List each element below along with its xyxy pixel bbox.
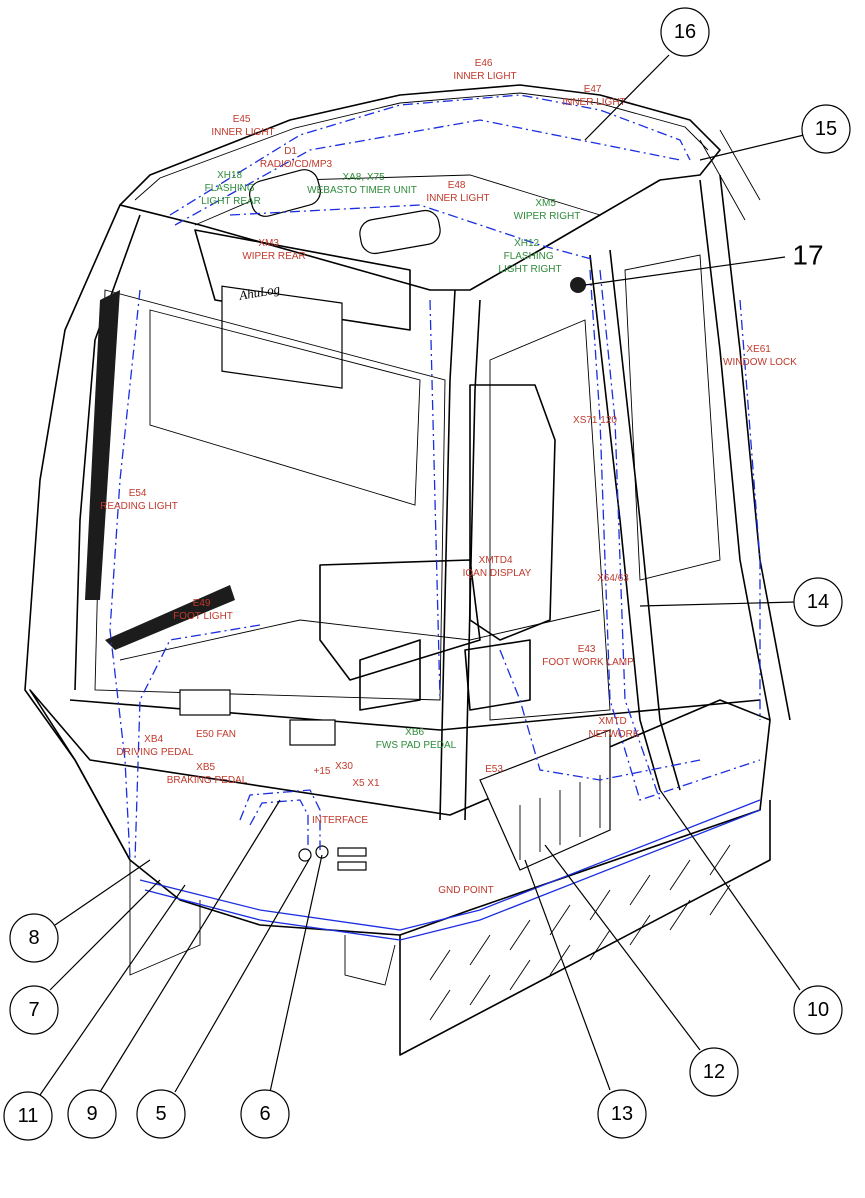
label-xs71: XS71 120 bbox=[573, 415, 617, 426]
label-e46: E46 INNER LIGHT bbox=[453, 58, 516, 82]
svg-text:17: 17 bbox=[792, 240, 823, 271]
brand-logo: AhuLog bbox=[237, 281, 282, 303]
wiring-harness bbox=[109, 94, 761, 941]
callout-7: 7 bbox=[9, 985, 59, 1035]
callout-10: 10 bbox=[793, 985, 843, 1035]
svg-text:5: 5 bbox=[155, 1103, 166, 1125]
label-xb4: XB4 DRIVING PEDAL bbox=[116, 734, 194, 758]
callout-14: 14 bbox=[793, 577, 843, 627]
label-xm3: XM3 WIPER REAR bbox=[242, 238, 305, 262]
svg-text:6: 6 bbox=[259, 1103, 270, 1125]
label-interface: INTERFACE bbox=[312, 815, 368, 826]
label-e47: E47 INNER LIGHT bbox=[562, 84, 625, 108]
label-xh18: XH18 FLASHING LIGHT REAR bbox=[201, 170, 261, 207]
label-e48: E48 INNER LIGHT bbox=[426, 180, 489, 204]
label-xa8: XA8, X75 WEBASTO TIMER UNIT bbox=[307, 172, 417, 196]
label-e49: E49 FOOT LIGHT bbox=[173, 598, 233, 622]
component-labels: E46 INNER LIGHT E47 INNER LIGHT E45 INNE… bbox=[100, 58, 797, 896]
svg-text:7: 7 bbox=[28, 999, 39, 1021]
svg-text:11: 11 bbox=[18, 1105, 39, 1127]
label-xe61: XE61 WINDOW LOCK bbox=[723, 344, 797, 368]
callout-5: 5 bbox=[136, 1089, 186, 1139]
label-gnd-point: GND POINT bbox=[438, 885, 494, 896]
label-xm5: XM5 WIPER RIGHT bbox=[514, 198, 581, 222]
label-e50: E50 FAN bbox=[196, 729, 236, 740]
label-xmtd4: XMTD4 IQAN DISPLAY bbox=[463, 555, 532, 579]
label-e45: E45 INNER LIGHT bbox=[211, 114, 274, 138]
svg-text:12: 12 bbox=[703, 1061, 725, 1083]
svg-text:14: 14 bbox=[807, 591, 829, 613]
label-xb5: XB5 BRAKING PEDAL bbox=[167, 762, 248, 786]
callout-leaders bbox=[39, 54, 805, 1096]
label-xh12: XH12 FLASHING LIGHT RIGHT bbox=[498, 238, 561, 275]
callout-17: 17 bbox=[792, 240, 823, 271]
callout-9: 9 bbox=[67, 1089, 117, 1139]
svg-text:8: 8 bbox=[28, 927, 39, 949]
cab-structure bbox=[24, 84, 791, 1056]
callout-11: 11 bbox=[3, 1091, 53, 1141]
label-xmtd: XMTD NETWORK bbox=[588, 716, 639, 740]
label-xb6: XB6 FWS PAD PEDAL bbox=[376, 727, 457, 751]
svg-text:15: 15 bbox=[815, 118, 837, 140]
callout-12: 12 bbox=[689, 1047, 739, 1097]
label-plus15: +15 bbox=[314, 766, 331, 777]
label-e43: E43 FOOT WORK LAMP bbox=[542, 644, 634, 668]
label-d1: D1 RADIO/CD/MP3 bbox=[260, 146, 333, 170]
callout-13: 13 bbox=[597, 1089, 647, 1139]
label-e53: E53 bbox=[485, 764, 503, 775]
callout-8: 8 bbox=[9, 913, 59, 963]
label-x64: X64/63 bbox=[597, 573, 629, 584]
label-x30: X30 bbox=[335, 761, 353, 772]
label-x5-x1: X5 X1 bbox=[352, 778, 380, 789]
svg-text:9: 9 bbox=[86, 1103, 97, 1125]
callout-15: 15 bbox=[801, 104, 851, 154]
svg-text:16: 16 bbox=[674, 21, 696, 43]
callout-6: 6 bbox=[240, 1089, 290, 1139]
svg-text:10: 10 bbox=[807, 999, 829, 1021]
svg-text:13: 13 bbox=[611, 1103, 633, 1125]
callout-16: 16 bbox=[660, 7, 710, 57]
label-e54: E54 READING LIGHT bbox=[100, 488, 178, 512]
